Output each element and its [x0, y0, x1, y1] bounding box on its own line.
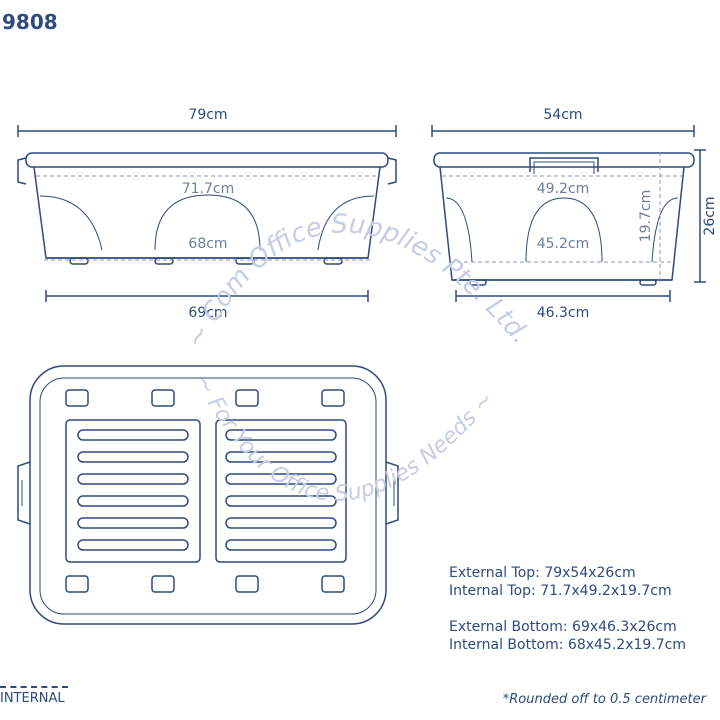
end-height-label: 26cm [702, 196, 718, 235]
side-arch-left [39, 195, 103, 251]
top-right-latch [385, 461, 399, 525]
internal-legend-line [0, 686, 68, 688]
spec-internal-top: Internal Top: 71.7x49.2x19.7cm [449, 583, 672, 599]
end-internal-bottom-label: 45.2cm [537, 236, 590, 252]
side-top-width-label: 79cm [188, 107, 227, 123]
side-foot [323, 257, 343, 265]
product-code-title: 9808 [2, 10, 58, 34]
watermark-line1: ~ Com Office Supplies Pte. Ltd. ~ [0, 0, 541, 356]
side-view [17, 125, 397, 302]
end-internal-top-label: 49.2cm [537, 181, 590, 197]
side-left-handle [17, 157, 27, 185]
end-internal-height-label: 19.7cm [638, 190, 654, 243]
spec-external-top: External Top: 79x54x26cm [449, 565, 636, 581]
side-right-handle [387, 157, 397, 185]
side-lid [25, 152, 389, 168]
end-top-width-label: 54cm [543, 107, 582, 123]
end-handle [529, 157, 599, 172]
top-right-panel [215, 419, 347, 563]
side-arch-right [317, 195, 375, 251]
rounding-note: *Rounded off to 0.5 centimeter [502, 692, 706, 707]
spec-external-bottom: External Bottom: 69x46.3x26cm [449, 619, 677, 635]
side-foot [235, 257, 255, 265]
end-foot [639, 279, 657, 286]
end-bottom-width-label: 46.3cm [537, 305, 590, 321]
side-arch-center [154, 194, 261, 251]
end-view [431, 125, 706, 302]
top-view [17, 365, 399, 625]
end-lid [433, 152, 695, 168]
side-foot [154, 257, 174, 265]
top-outer-lid [29, 365, 387, 625]
end-foot [469, 279, 487, 286]
spec-list: External Top: 79x54x26cm Internal Top: 7… [449, 564, 686, 654]
side-internal-top-label: 71.7cm [182, 181, 235, 197]
side-foot [69, 257, 89, 265]
top-left-latch [17, 461, 31, 525]
side-bottom-width-label: 69cm [188, 305, 227, 321]
spec-internal-bottom: Internal Bottom: 68x45.2x19.7cm [449, 637, 686, 653]
side-internal-bottom-label: 68cm [188, 236, 227, 252]
top-left-panel [65, 419, 201, 563]
internal-legend-label: INTERNAL [0, 691, 65, 706]
